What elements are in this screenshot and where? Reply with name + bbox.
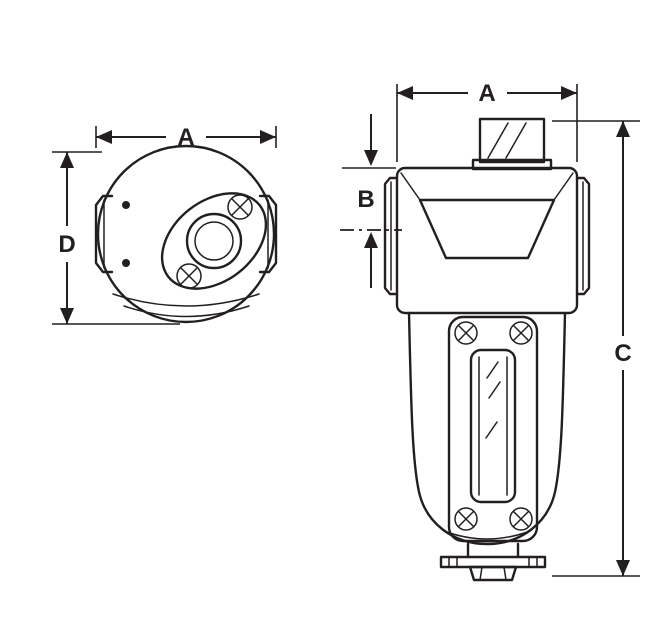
dimension-label-d: D: [58, 231, 75, 258]
screw-slot: [513, 511, 529, 527]
cap-hatch-line: [487, 122, 509, 159]
nut-facet: [503, 566, 507, 581]
top-view: [94, 144, 278, 324]
arrowhead-up-icon: [364, 232, 378, 248]
window-glint: [486, 361, 499, 379]
head-corner-line: [400, 172, 421, 201]
drain-nut: [468, 565, 518, 582]
body-seam-arc-2: [123, 305, 250, 318]
screw-head: [227, 194, 253, 220]
screw-slot: [513, 325, 529, 341]
arrowhead-down-icon: [616, 560, 630, 576]
cap-hatch-line: [505, 122, 527, 159]
screw-slot: [180, 267, 198, 285]
arrowhead-left-icon: [96, 130, 112, 144]
body-seam-arc: [112, 293, 260, 307]
dimension-label-a-front: A: [478, 80, 495, 107]
dim-d-top-view: D: [52, 151, 180, 325]
filter-head: [395, 166, 579, 315]
phillips-screw: [176, 263, 202, 289]
dimension-label-a-top: A: [177, 124, 194, 151]
flange-obround: [160, 192, 268, 290]
sight-glass-plate: [447, 315, 539, 543]
front-view: [383, 117, 591, 582]
screw-head: [454, 321, 478, 345]
window-glint: [485, 421, 498, 439]
right-port-boss: [258, 194, 278, 274]
dim-a-top-view: A: [95, 124, 277, 151]
arrowhead-down-icon: [364, 150, 378, 166]
arrowhead-right-icon: [260, 130, 276, 144]
screw-slot: [458, 511, 474, 527]
phillips-screw: [509, 321, 533, 345]
window-glint: [488, 381, 501, 399]
arrowhead-up-icon: [616, 121, 630, 137]
housing-outline: [96, 144, 276, 324]
sight-window: [469, 348, 517, 504]
right-port-boss-front: [575, 176, 591, 296]
phillips-screw: [509, 507, 533, 531]
screw-head: [176, 263, 202, 289]
arrowhead-left-icon: [397, 86, 413, 100]
top-cap: [478, 117, 546, 164]
dimension-label-c: C: [614, 340, 631, 367]
dim-c-front-view: C: [552, 120, 640, 577]
head-corner-line: [553, 172, 574, 201]
phillips-screw: [454, 507, 478, 531]
center-port-inner: [194, 221, 234, 261]
screw-head: [509, 507, 533, 531]
bowl-bottom-seam: [443, 530, 531, 540]
arrowhead-down-icon: [60, 308, 74, 324]
arrowhead-up-icon: [60, 152, 74, 168]
dimension-label-b: B: [357, 186, 374, 213]
center-port-outer: [185, 212, 243, 270]
drain-assembly: [439, 542, 547, 582]
bolt-dot: [122, 201, 130, 209]
left-port-boss-front: [383, 176, 399, 296]
dim-b-front-view: B: [340, 114, 402, 288]
bolt-dot: [122, 259, 130, 267]
screw-slot: [458, 325, 474, 341]
left-port-boss: [94, 194, 114, 274]
phillips-screw: [227, 194, 253, 220]
filter-bowl: [407, 311, 567, 546]
screw-head: [454, 507, 478, 531]
nut-facet: [479, 566, 483, 581]
arrowhead-right-icon: [561, 86, 577, 100]
dim-a-front-view: A: [396, 80, 578, 162]
screw-head: [509, 321, 533, 345]
head-nameplate-trapezoid: [418, 198, 556, 260]
screw-slot: [231, 198, 249, 216]
phillips-screw: [454, 321, 478, 345]
